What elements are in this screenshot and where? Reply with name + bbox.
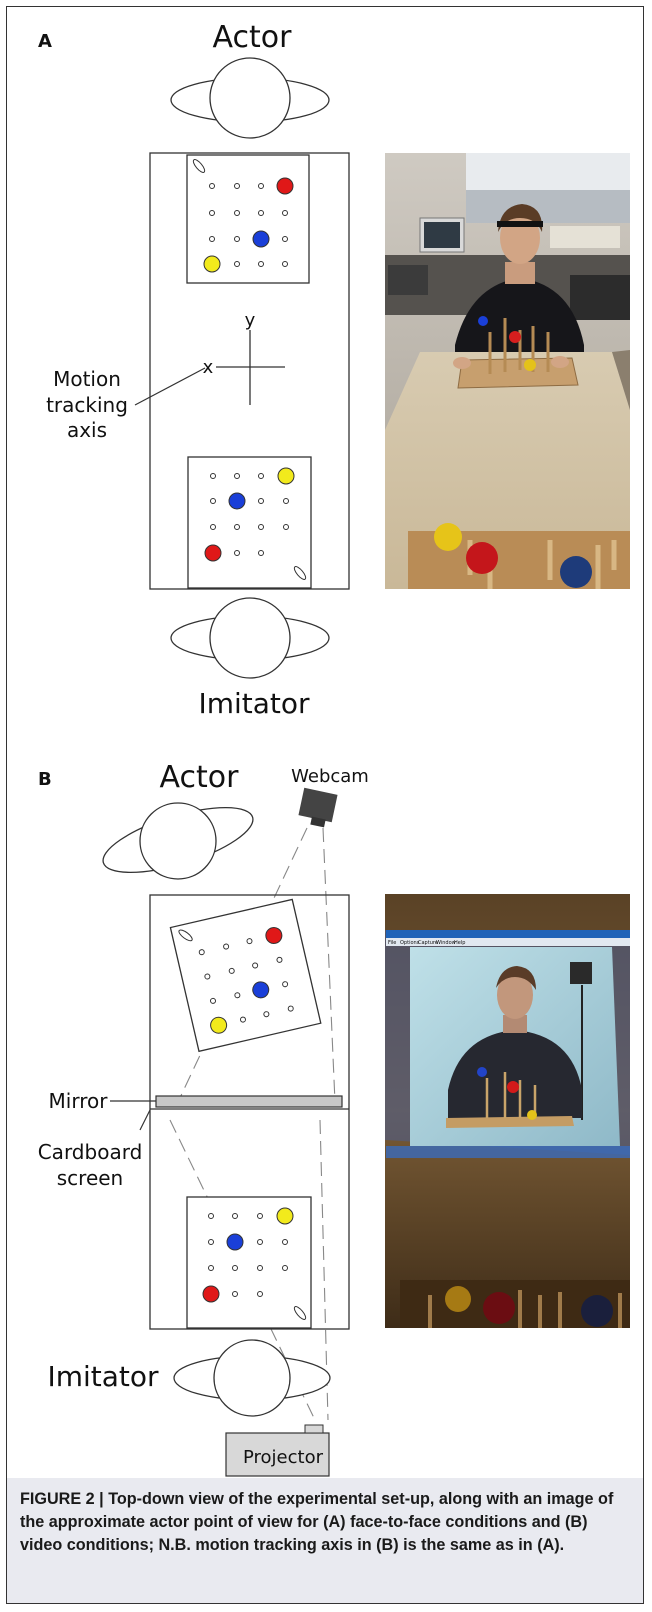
motion-tracking-axis: [134, 330, 285, 406]
photo-face-to-face: [385, 153, 630, 589]
peg-board-b-top: [169, 898, 322, 1053]
cardboard-label-line-2: screen: [57, 1166, 123, 1190]
actor-figure-a: [170, 57, 330, 139]
menu-file: File: [388, 940, 396, 946]
menu-options: Options: [400, 940, 420, 946]
webcam-icon: [298, 787, 338, 828]
panel-b-imitator-label: Imitator: [47, 1360, 159, 1393]
panel-a-imitator-label: Imitator: [198, 687, 310, 720]
figure-caption: FIGURE 2 | Top-down view of the experime…: [20, 1488, 630, 1557]
peg-board-a-top: [186, 154, 310, 284]
photo-video-view: File Options Capture Window Help: [385, 894, 630, 1328]
blue-ball: [252, 230, 270, 248]
red-ball: [276, 177, 294, 195]
caption-background: [7, 1478, 643, 1603]
imitator-figure-b: [173, 1339, 331, 1417]
actor-figure-b: [102, 802, 254, 880]
menu-capture: Capture: [418, 940, 438, 946]
imitator-figure-a: [170, 597, 330, 679]
axis-label-y: y: [245, 310, 256, 331]
axis-caption-line-3: axis: [67, 418, 107, 442]
mirror-label: Mirror: [49, 1089, 109, 1113]
projector-label: Projector: [243, 1447, 324, 1468]
webcam-label: Webcam: [291, 766, 369, 787]
panel-b-actor-label: Actor: [160, 760, 240, 795]
menu-help: Help: [454, 940, 465, 946]
axis-caption-line-2: tracking: [46, 393, 128, 417]
cardboard-label-line-1: Cardboard: [38, 1140, 143, 1164]
yellow-ball: [203, 255, 221, 273]
menu-window: Window: [436, 940, 456, 946]
axis-caption-line-1: Motion: [53, 367, 121, 391]
panel-a-actor-label: Actor: [213, 20, 293, 55]
panel-a-label: A: [38, 31, 52, 52]
panel-b-label: B: [38, 769, 52, 790]
caption-lead: FIGURE 2 |: [20, 1490, 109, 1508]
mirror: [155, 1095, 343, 1108]
axis-label-x: x: [203, 357, 214, 378]
table-b: [149, 894, 350, 1330]
figure-frame: [6, 6, 644, 1604]
table-a: [149, 152, 350, 590]
projector-icon: [225, 1424, 330, 1477]
peg-board-b-bottom: [186, 1196, 312, 1329]
caption-text: Top-down view of the experimental set-up…: [20, 1490, 614, 1554]
peg-board-a-bottom: [187, 456, 312, 589]
